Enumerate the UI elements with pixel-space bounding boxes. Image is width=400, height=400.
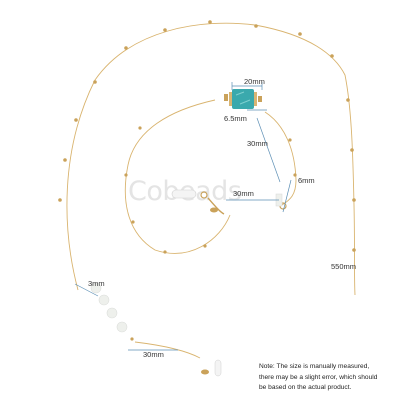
turquoise-bead — [224, 89, 262, 109]
turquoise-width-label: 6.5mm — [224, 114, 247, 123]
chain-width-label: 3mm — [88, 279, 105, 288]
strand-segment-label: 30mm — [143, 350, 164, 359]
outer-chain — [66, 22, 356, 296]
inner-chain — [124, 99, 297, 254]
turquoise-length-label: 20mm — [244, 77, 265, 86]
note-line-1: Note: The size is manually measured, — [259, 363, 370, 370]
note-line-2: there may be a slight error, which shoul… — [259, 373, 378, 381]
dimension-lines — [74, 82, 292, 351]
measurement-note: Note: The size is manually measured, the… — [259, 362, 397, 394]
jade-bead-strand — [90, 282, 222, 377]
clasp-segment-label: 30mm — [233, 189, 254, 198]
bead-size-label: 6mm — [298, 176, 315, 185]
link-segment-label: 30mm — [247, 139, 268, 148]
chain-beads — [58, 20, 356, 254]
note-line-3: be based on the actual product. — [259, 384, 352, 391]
chain-length-label: 550mm — [331, 262, 356, 271]
